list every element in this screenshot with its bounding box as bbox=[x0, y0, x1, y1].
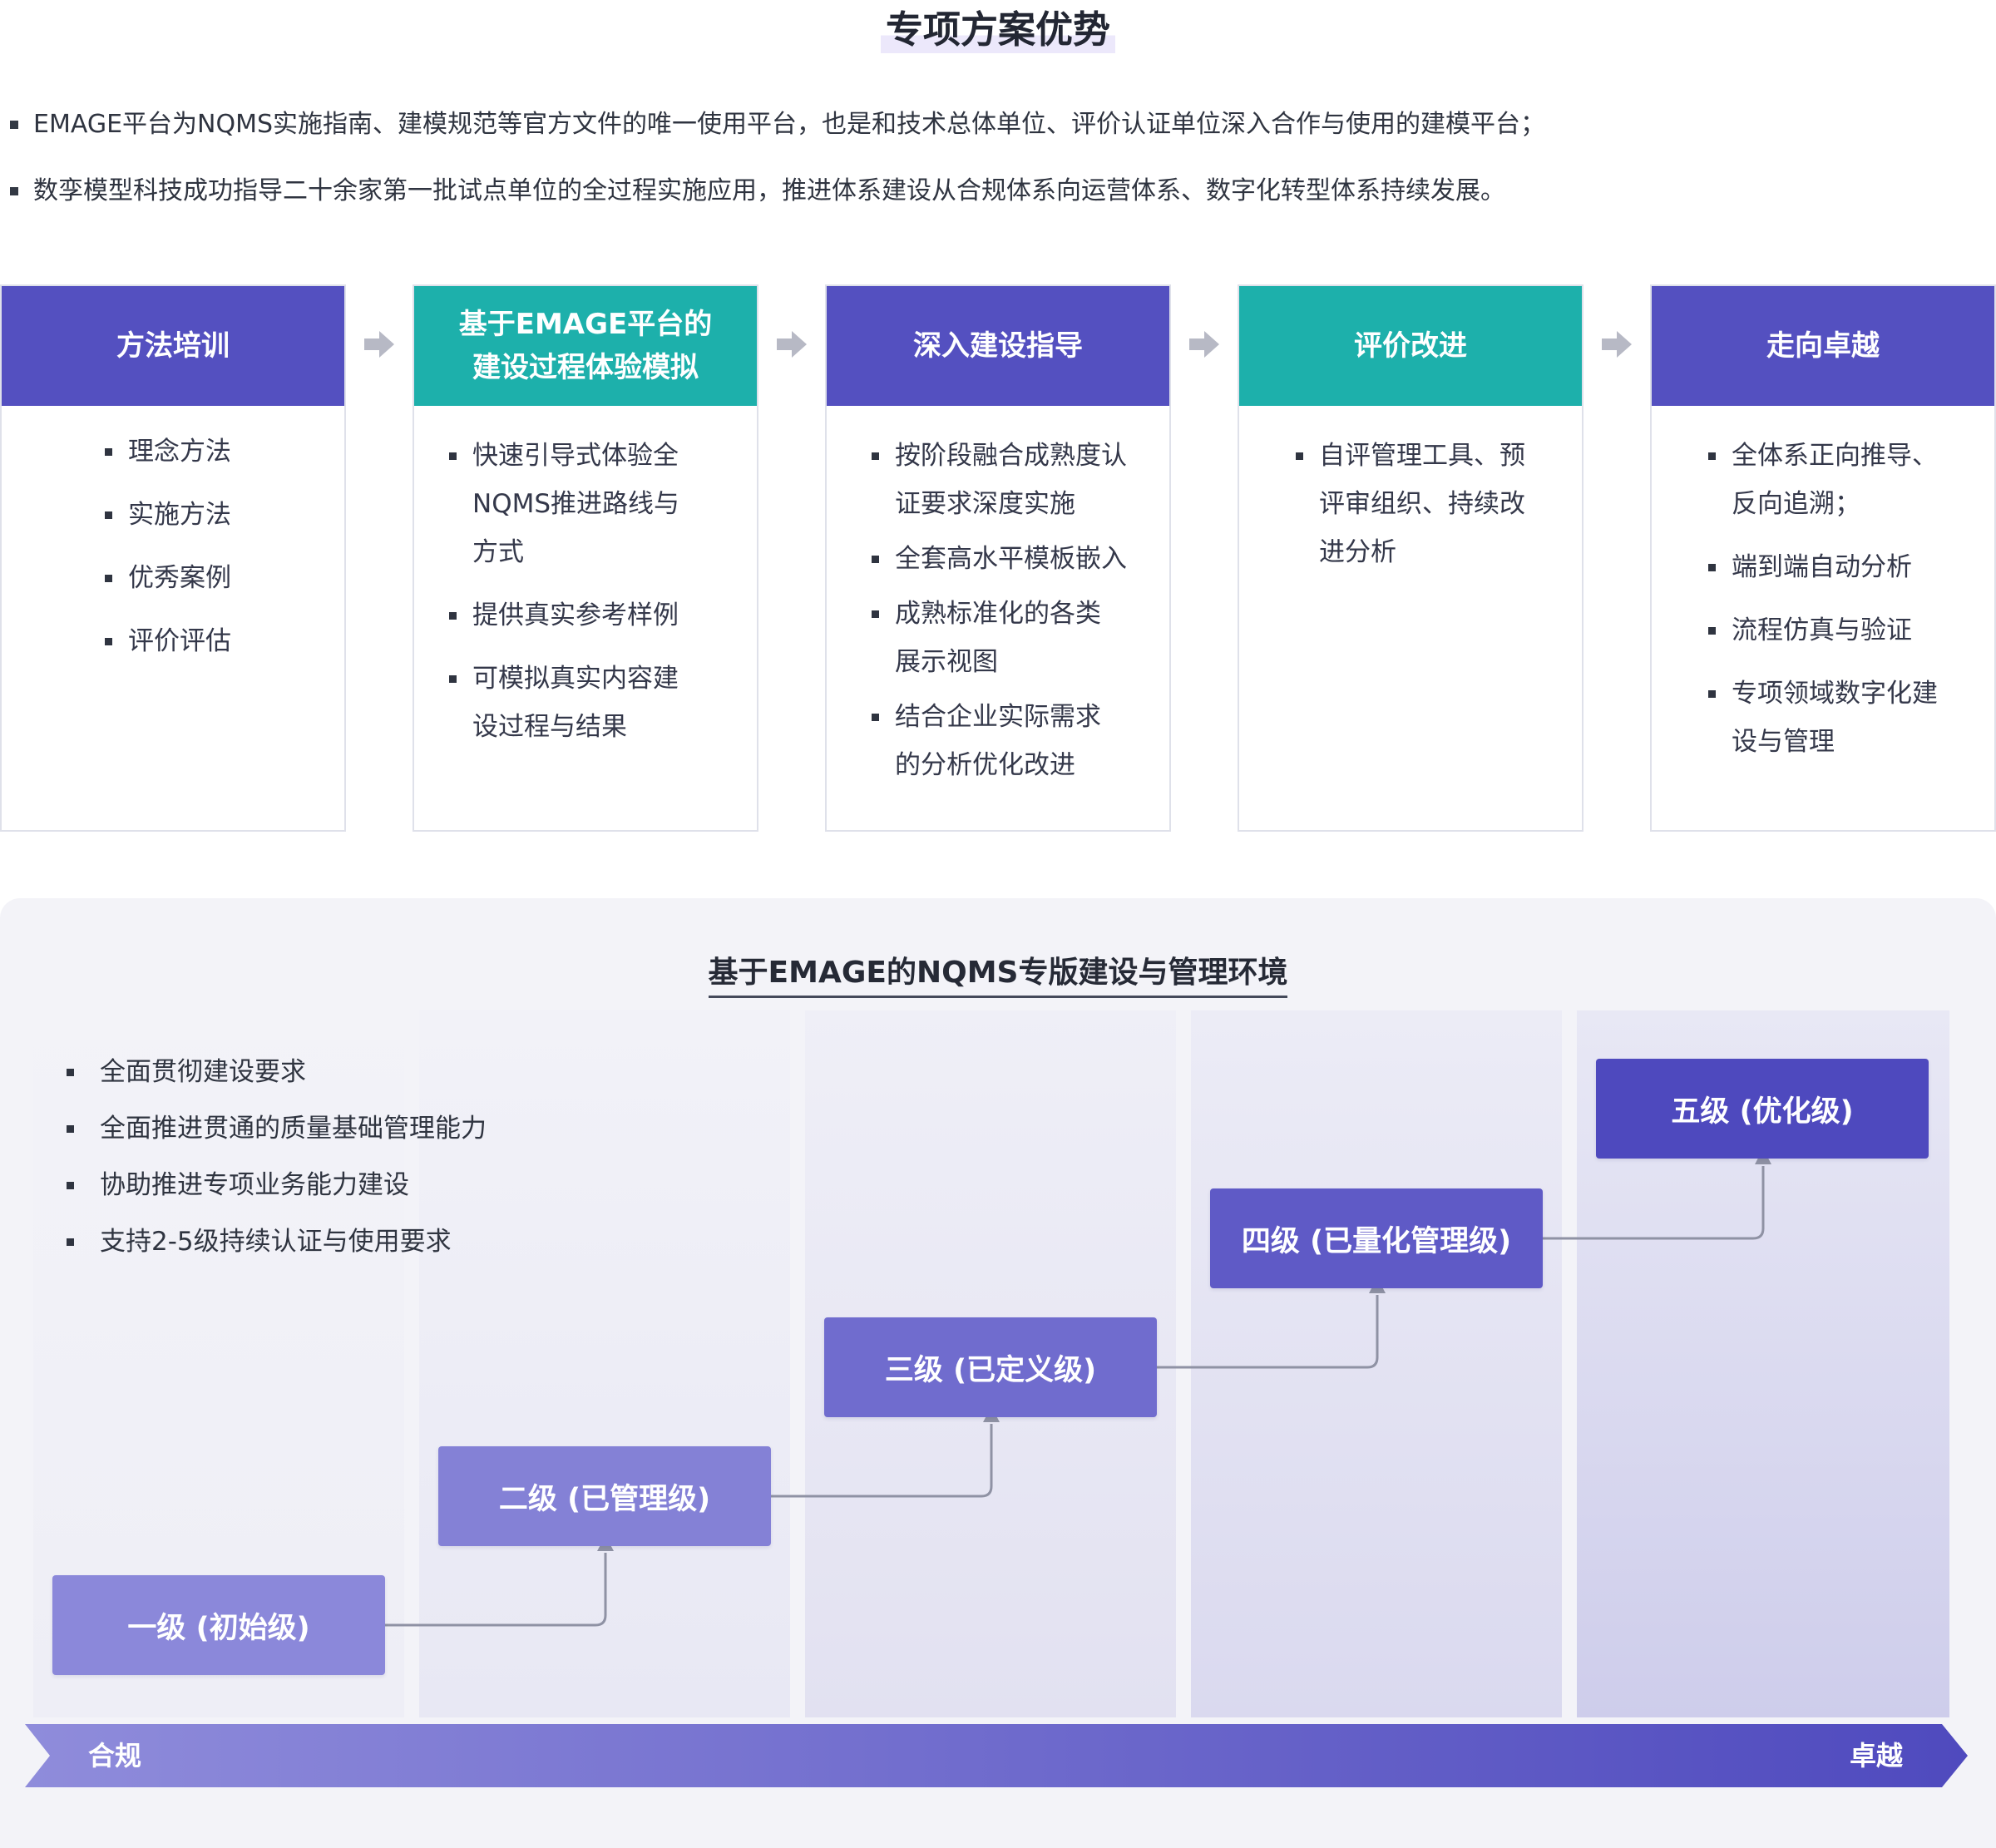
bullet-square-icon bbox=[105, 575, 112, 582]
connector-line bbox=[385, 1553, 607, 1627]
card-item: 全套高水平模板嵌入 bbox=[870, 535, 1127, 583]
card-item: 评价评估 bbox=[103, 617, 231, 665]
bullet-square-icon bbox=[10, 121, 18, 129]
flow-arrow-icon bbox=[364, 331, 394, 358]
intro-bullet: 数孪模型科技成功指导二十余家第一批试点单位的全过程实施应用，推进体系建设从合规体… bbox=[8, 173, 1988, 210]
card-item: 提供真实参考样例 bbox=[447, 591, 679, 640]
bullet-square-icon bbox=[449, 612, 457, 620]
card-item: 专项领域数字化建 设与管理 bbox=[1707, 670, 1938, 766]
environment-bullet: 协助推进专项业务能力建设 bbox=[60, 1157, 487, 1213]
card-item: 按阶段融合成熟度认 证要求深度实施 bbox=[870, 432, 1127, 528]
bullet-square-icon bbox=[105, 638, 112, 645]
level-1-box: 一级 (初始级) bbox=[52, 1575, 385, 1675]
bullet-square-icon bbox=[67, 1069, 74, 1076]
bullet-square-icon bbox=[872, 714, 879, 721]
card-item: 端到端自动分析 bbox=[1707, 543, 1938, 591]
bullet-square-icon bbox=[67, 1238, 74, 1246]
bullet-square-icon bbox=[872, 610, 879, 618]
process-card-evaluation: 评价改进 自评管理工具、预 评审组织、持续改 进分析 bbox=[1238, 284, 1583, 832]
bullet-square-icon bbox=[1708, 452, 1716, 460]
card-header: 走向卓越 bbox=[1652, 286, 1994, 406]
card-item: 结合企业实际需求 的分析优化改进 bbox=[870, 693, 1127, 789]
card-header: 深入建设指导 bbox=[827, 286, 1169, 406]
card-header: 评价改进 bbox=[1239, 286, 1582, 406]
page-title: 专项方案优势 bbox=[0, 0, 1996, 60]
connector-line bbox=[1157, 1295, 1379, 1369]
card-item: 流程仿真与验证 bbox=[1707, 606, 1938, 655]
card-header: 基于EMAGE平台的 建设过程体验模拟 bbox=[414, 286, 757, 406]
environment-bullet: 支持2-5级持续认证与使用要求 bbox=[60, 1213, 487, 1270]
bullet-square-icon bbox=[449, 675, 457, 683]
level-2-box: 二级 (已管理级) bbox=[438, 1446, 771, 1546]
process-card-experience-simulation: 基于EMAGE平台的 建设过程体验模拟 快速引导式体验全 NQMS推进路线与 方… bbox=[413, 284, 758, 832]
card-item: 可模拟真实内容建 设过程与结果 bbox=[447, 655, 679, 751]
intro-section: EMAGE平台为NQMS实施指南、建模规范等官方文件的唯一使用平台，也是和技术总… bbox=[8, 106, 1988, 210]
compliance-to-excellence-axis-arrow bbox=[25, 1724, 1968, 1787]
process-card-deep-guidance: 深入建设指导 按阶段融合成熟度认 证要求深度实施 全套高水平模板嵌入 成熟标准化… bbox=[825, 284, 1171, 832]
intro-bullet: EMAGE平台为NQMS实施指南、建模规范等官方文件的唯一使用平台，也是和技术总… bbox=[8, 106, 1988, 143]
connector-line bbox=[771, 1424, 993, 1498]
bullet-square-icon bbox=[1708, 690, 1716, 698]
process-card-excellence: 走向卓越 全体系正向推导、 反向追溯； 端到端自动分析 流程仿真与验证 专项领域… bbox=[1650, 284, 1996, 832]
environment-bullets: 全面贯彻建设要求 全面推进贯通的质量基础管理能力 协助推进专项业务能力建设 支持… bbox=[60, 1044, 487, 1270]
bullet-square-icon bbox=[10, 187, 18, 195]
axis-end-label: 卓越 bbox=[1850, 1740, 1904, 1771]
flow-arrow-icon bbox=[1189, 331, 1219, 358]
flow-arrow-icon bbox=[777, 331, 807, 358]
card-item: 快速引导式体验全 NQMS推进路线与 方式 bbox=[447, 432, 679, 576]
bullet-square-icon bbox=[1296, 452, 1303, 460]
bullet-square-icon bbox=[105, 511, 112, 519]
level-4-box: 四级 (已量化管理级) bbox=[1210, 1188, 1543, 1288]
environment-title: 基于EMAGE的NQMS专版建设与管理环境 bbox=[0, 952, 1996, 998]
card-item: 实施方法 bbox=[103, 491, 231, 539]
axis-start-label: 合规 bbox=[88, 1740, 142, 1771]
bullet-square-icon bbox=[1708, 627, 1716, 635]
flow-arrow-icon bbox=[1602, 331, 1632, 358]
bullet-square-icon bbox=[67, 1182, 74, 1189]
level-5-box: 五级 (优化级) bbox=[1596, 1059, 1929, 1159]
bullet-square-icon bbox=[67, 1125, 74, 1133]
card-item: 自评管理工具、预 评审组织、持续改 进分析 bbox=[1294, 432, 1525, 576]
environment-bullet: 全面贯彻建设要求 bbox=[60, 1044, 487, 1100]
bullet-square-icon bbox=[105, 448, 112, 456]
card-item: 全体系正向推导、 反向追溯； bbox=[1707, 432, 1938, 528]
environment-bullet: 全面推进贯通的质量基础管理能力 bbox=[60, 1100, 487, 1157]
card-item: 优秀案例 bbox=[103, 554, 231, 602]
connector-line bbox=[1543, 1166, 1765, 1240]
process-card-method-training: 方法培训 理念方法 实施方法 优秀案例 评价评估 bbox=[0, 284, 346, 832]
card-item: 成熟标准化的各类 展示视图 bbox=[870, 590, 1127, 686]
bullet-square-icon bbox=[449, 452, 457, 460]
level-3-box: 三级 (已定义级) bbox=[824, 1317, 1157, 1417]
bullet-square-icon bbox=[1708, 564, 1716, 571]
card-header: 方法培训 bbox=[2, 286, 344, 406]
bullet-square-icon bbox=[872, 556, 879, 563]
card-item: 理念方法 bbox=[103, 427, 231, 476]
bullet-square-icon bbox=[872, 452, 879, 460]
